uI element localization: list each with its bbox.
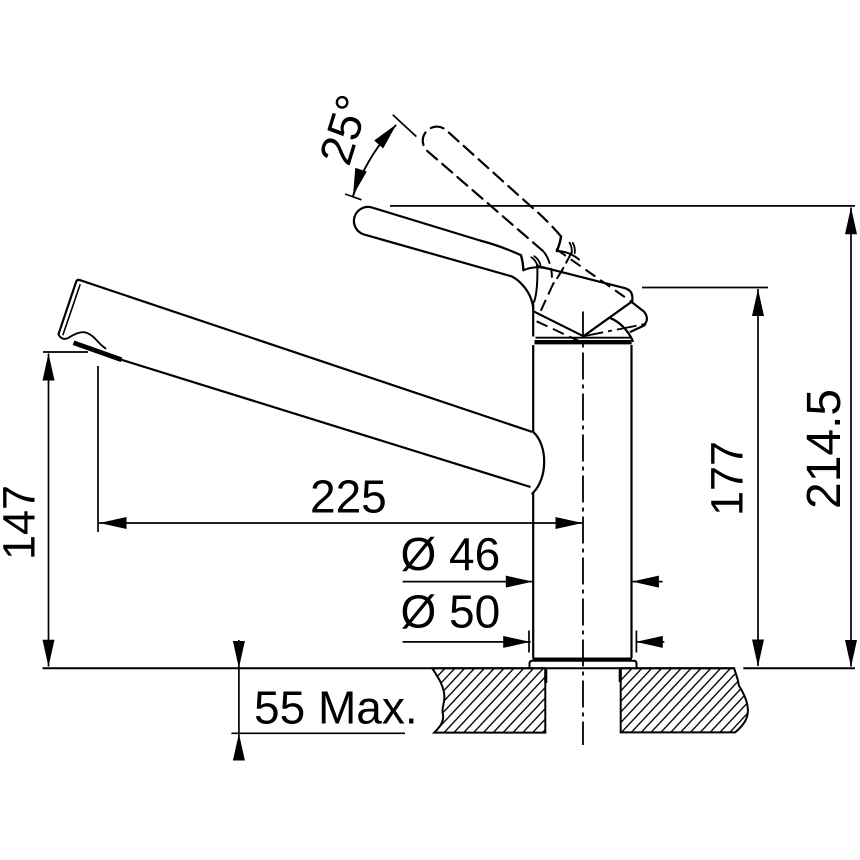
- svg-text:Ø 50: Ø 50: [401, 586, 501, 638]
- svg-text:214.5: 214.5: [798, 389, 851, 509]
- svg-text:Ø 46: Ø 46: [401, 528, 501, 580]
- svg-text:225: 225: [310, 471, 387, 523]
- svg-text:55 Max.: 55 Max.: [254, 682, 418, 734]
- svg-text:25°: 25°: [309, 89, 379, 171]
- svg-text:177: 177: [702, 441, 753, 516]
- svg-text:147: 147: [0, 485, 45, 560]
